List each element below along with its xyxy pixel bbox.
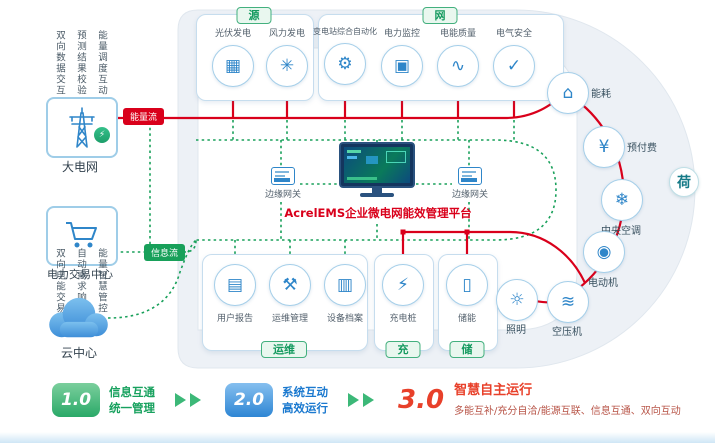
flow-annotation: 预测结果校验 [75, 30, 86, 96]
equipment-archive-item: ▥ 设备档案 [315, 264, 375, 324]
air-compressor-icon: ≋ [547, 281, 589, 323]
info-flow-tag: 信息流 [144, 244, 186, 261]
pv-panel-icon: ▦ [212, 45, 254, 87]
flow-annotation: 自动需求响应 [75, 248, 86, 314]
grid-group-tag: 网 [422, 7, 458, 24]
gateway-label: 边缘网关 [264, 190, 301, 200]
battery-icon: ▯ [446, 264, 488, 306]
edge-gateway-right: 边缘网关 [445, 167, 495, 200]
trade-cart-icon [66, 222, 97, 248]
item-label: 电气安全 [495, 29, 532, 39]
grid-energy-badge-icon: ⚡ [94, 127, 110, 143]
item-label: 空压机 [552, 327, 582, 338]
om-management-item: ⚒ 运维管理 [260, 264, 320, 324]
lighting-icon: ☼ [496, 279, 538, 321]
flow-annotation: 能量调度互动 [96, 30, 107, 96]
stage2-badge: 2.0 [225, 383, 273, 417]
wind-turbine-icon: ✳ [266, 45, 308, 87]
flow-annotation: 双向电能交易 [54, 248, 65, 314]
prepaid-icon: ¥ [583, 126, 625, 168]
item-label: 电动机 [588, 278, 618, 289]
user-report-item: ▤ 用户报告 [205, 264, 265, 324]
item-label: 预付费 [627, 143, 657, 154]
charging-pile-icon: ⚡ [382, 264, 424, 306]
cloud-icon [49, 297, 108, 338]
power-quality-item: 电能质量 ∿ [428, 26, 488, 87]
charging-pile-item: ⚡ 充电桩 [373, 264, 433, 324]
evolution-legend: 1.0 信息互通 统一管理 2.0 系统互动 高效运行 3.0 智慧自主运行 多… [52, 383, 681, 417]
trading-node-box [46, 206, 118, 266]
bottom-decoration [0, 432, 715, 443]
platform-screen [339, 142, 415, 197]
item-label: 设备档案 [326, 314, 363, 324]
item-label: 储能 [457, 314, 476, 324]
item-label: 用户报告 [216, 314, 253, 324]
item-label: 中央空调 [601, 226, 641, 237]
substation-item: 变电站综合自动化 ⚙ [313, 26, 377, 85]
stage3-text: 智慧自主运行 多能互补/充分自洽/能源互联、信息互通、双向互动 [454, 383, 681, 417]
stage1-badge: 1.0 [52, 383, 100, 417]
stage3-version: 3.0 [398, 385, 445, 415]
wind-item: 风力发电 ✳ [257, 26, 317, 87]
trading-node-label: 电力交易中心 [47, 268, 113, 281]
om-group-tag: 运维 [261, 341, 307, 358]
electrical-safety-item: 电气安全 ✓ [484, 26, 544, 87]
monitor-icon [339, 142, 415, 188]
top-flow-annotations: 双向数据交互 预测结果校验 能量调度互动 [52, 30, 108, 96]
load-group-tag: 荷 [669, 167, 699, 197]
power-monitoring-icon: ▣ [381, 45, 423, 87]
energy-consumption-icon: ⌂ [547, 72, 589, 114]
charge-group-tag: 充 [385, 341, 421, 358]
item-label: 电力监控 [383, 29, 420, 39]
pv-item: 光伏发电 ▦ [203, 26, 263, 87]
gateway-icon [271, 167, 295, 185]
user-report-icon: ▤ [214, 264, 256, 306]
platform-title: AcrelEMS企业微电网能效管理平台 [284, 206, 472, 220]
grid-node-box: ⚡ [46, 97, 118, 158]
item-label: 照明 [506, 325, 526, 336]
electric-motor-icon: ◉ [583, 231, 625, 273]
transmission-tower-icon [69, 107, 95, 148]
arrow-chevrons-icon [348, 393, 378, 407]
power-monitoring-item: 电力监控 ▣ [372, 26, 432, 87]
gateway-icon [458, 167, 482, 185]
item-label: 电能质量 [439, 29, 476, 39]
edge-gateway-left: 边缘网关 [258, 167, 308, 200]
item-label: 风力发电 [268, 29, 305, 39]
item-label: 能耗 [591, 89, 611, 100]
central-ac-icon: ❄ [601, 179, 643, 221]
flow-annotation: 能量智慧管控 [96, 248, 107, 314]
power-quality-icon: ∿ [437, 45, 479, 87]
equipment-archive-icon: ▥ [324, 264, 366, 306]
screen-graphic [344, 147, 410, 183]
cloud-node-label: 云中心 [60, 346, 97, 360]
om-management-icon: ⚒ [269, 264, 311, 306]
energy-flow-tag: 能量流 [123, 108, 165, 125]
grid-node-label: 大电网 [61, 160, 98, 174]
item-label: 变电站综合自动化 [313, 27, 377, 36]
bottom-flow-annotations: 双向电能交易 自动需求响应 能量智慧管控 [52, 248, 108, 314]
source-group-tag: 源 [236, 7, 272, 24]
gateway-label: 边缘网关 [451, 190, 488, 200]
stage2-text: 系统互动 高效运行 [282, 384, 328, 415]
electrical-safety-icon: ✓ [493, 45, 535, 87]
energy-storage-item: ▯ 储能 [437, 264, 497, 324]
item-label: 充电桩 [389, 314, 417, 324]
item-label: 光伏发电 [214, 29, 251, 39]
storage-group-tag: 储 [449, 341, 485, 358]
flow-annotation: 双向数据交互 [54, 30, 65, 96]
item-label: 运维管理 [271, 314, 308, 324]
stage1-text: 信息互通 统一管理 [109, 384, 155, 415]
arrow-chevrons-icon [175, 393, 205, 407]
substation-automation-icon: ⚙ [324, 43, 366, 85]
